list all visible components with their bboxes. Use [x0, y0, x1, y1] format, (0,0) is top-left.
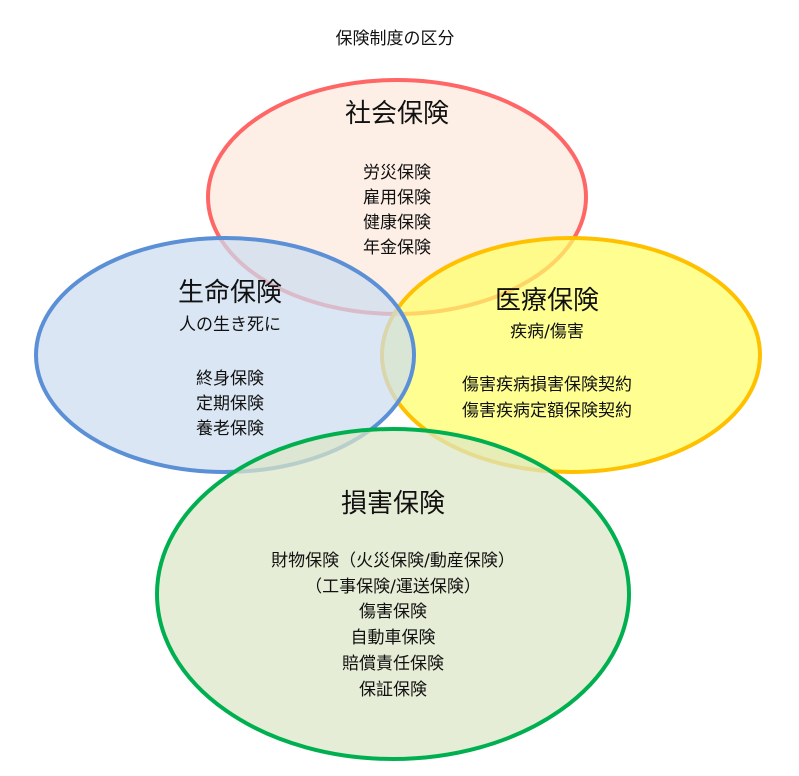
circle-subtitle-medical: 疾病/傷害 — [510, 322, 584, 342]
circle-item: 健康保険 — [363, 213, 431, 233]
circle-item: 養老保険 — [196, 419, 264, 439]
circle-item: 傷害疾病定額保険契約 — [462, 401, 632, 421]
ellipse-life — [34, 236, 416, 474]
ellipse-damage — [155, 427, 631, 761]
circle-header-medical: 医療保険 — [495, 286, 599, 316]
diagram-title: 保険制度の区分 — [336, 29, 455, 49]
circle-item: 傷害疾病損害保険契約 — [462, 375, 632, 395]
circle-item: 賠償責任保険 — [342, 654, 444, 674]
circle-item: 財物保険（火災保険/動産保険） — [271, 551, 515, 571]
circle-header-damage: 損害保険 — [341, 489, 445, 519]
circle-header-life: 生命保険 — [178, 278, 282, 308]
circle-item: 労災保険 — [363, 163, 431, 183]
circle-item: 終身保険 — [196, 369, 264, 389]
circle-item: 定期保険 — [196, 394, 264, 414]
circle-item: 年金保険 — [363, 238, 431, 258]
circle-subtitle-life: 人の生き死に — [179, 315, 281, 335]
circle-item: 傷害保険 — [359, 602, 427, 622]
circle-item: （工事保険/運送保険） — [305, 577, 481, 597]
circle-header-social: 社会保険 — [345, 99, 449, 129]
circle-item: 保証保険 — [359, 680, 427, 700]
circle-item: 自動車保険 — [351, 628, 436, 648]
circle-item: 雇用保険 — [363, 188, 431, 208]
